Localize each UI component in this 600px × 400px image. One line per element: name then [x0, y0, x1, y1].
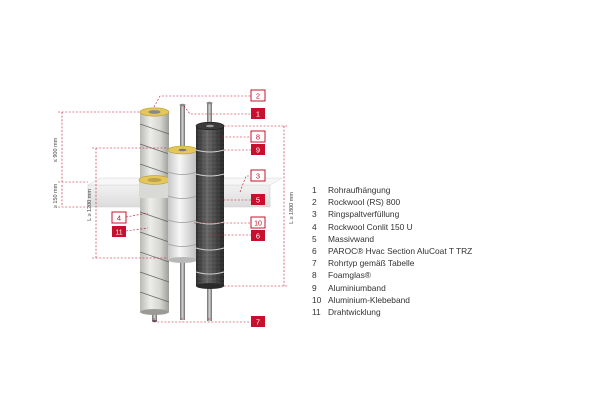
svg-text:10: 10: [254, 221, 262, 228]
marker-5: 5: [251, 194, 265, 205]
marker-1: 1: [251, 108, 265, 119]
svg-text:8: 8: [256, 133, 260, 142]
dim-middle-label: L ≥ 1200 mm: [87, 189, 93, 221]
marker-11: 11: [112, 226, 126, 237]
dimension-lines: [58, 111, 288, 287]
leader-lines: [125, 95, 251, 323]
marker-7: 7: [251, 316, 265, 327]
marker-6: 6: [251, 230, 265, 241]
marker-8: 8: [250, 130, 266, 143]
svg-text:7: 7: [256, 318, 260, 327]
aluminium-bands: [195, 149, 225, 275]
pipe-rockwool-wire: [138, 107, 171, 322]
svg-text:11: 11: [115, 230, 122, 237]
svg-text:9: 9: [256, 146, 260, 155]
svg-text:5: 5: [256, 196, 260, 205]
marker-2: 2: [250, 89, 266, 102]
dim-right-label: L ≥ 1800 mm: [289, 192, 295, 224]
pipe-foamglas: [195, 101, 225, 321]
marker-3: 3: [250, 169, 266, 182]
wire-winding: [139, 123, 170, 303]
dim-wall-label: ≥ 150 mm: [53, 183, 59, 208]
aluminium-tape-bands: [167, 171, 198, 247]
svg-text:2: 2: [256, 92, 260, 101]
svg-text:4: 4: [117, 214, 121, 223]
marker-boxes: 2 1 8 9 3 5 4 11: [111, 89, 266, 327]
pipe-aluminium-coat: [167, 103, 198, 320]
dim-top-label: ≤ 900 mm: [53, 137, 59, 162]
marker-9: 9: [251, 144, 265, 155]
marker-10: 10: [250, 216, 266, 229]
svg-text:6: 6: [256, 232, 260, 241]
dimension-labels: ≤ 900 mm ≥ 150 mm L ≥ 1200 mm L ≥ 1800 m…: [53, 137, 295, 224]
marker-4: 4: [111, 211, 127, 224]
svg-text:1: 1: [256, 110, 260, 119]
svg-text:3: 3: [256, 172, 260, 181]
